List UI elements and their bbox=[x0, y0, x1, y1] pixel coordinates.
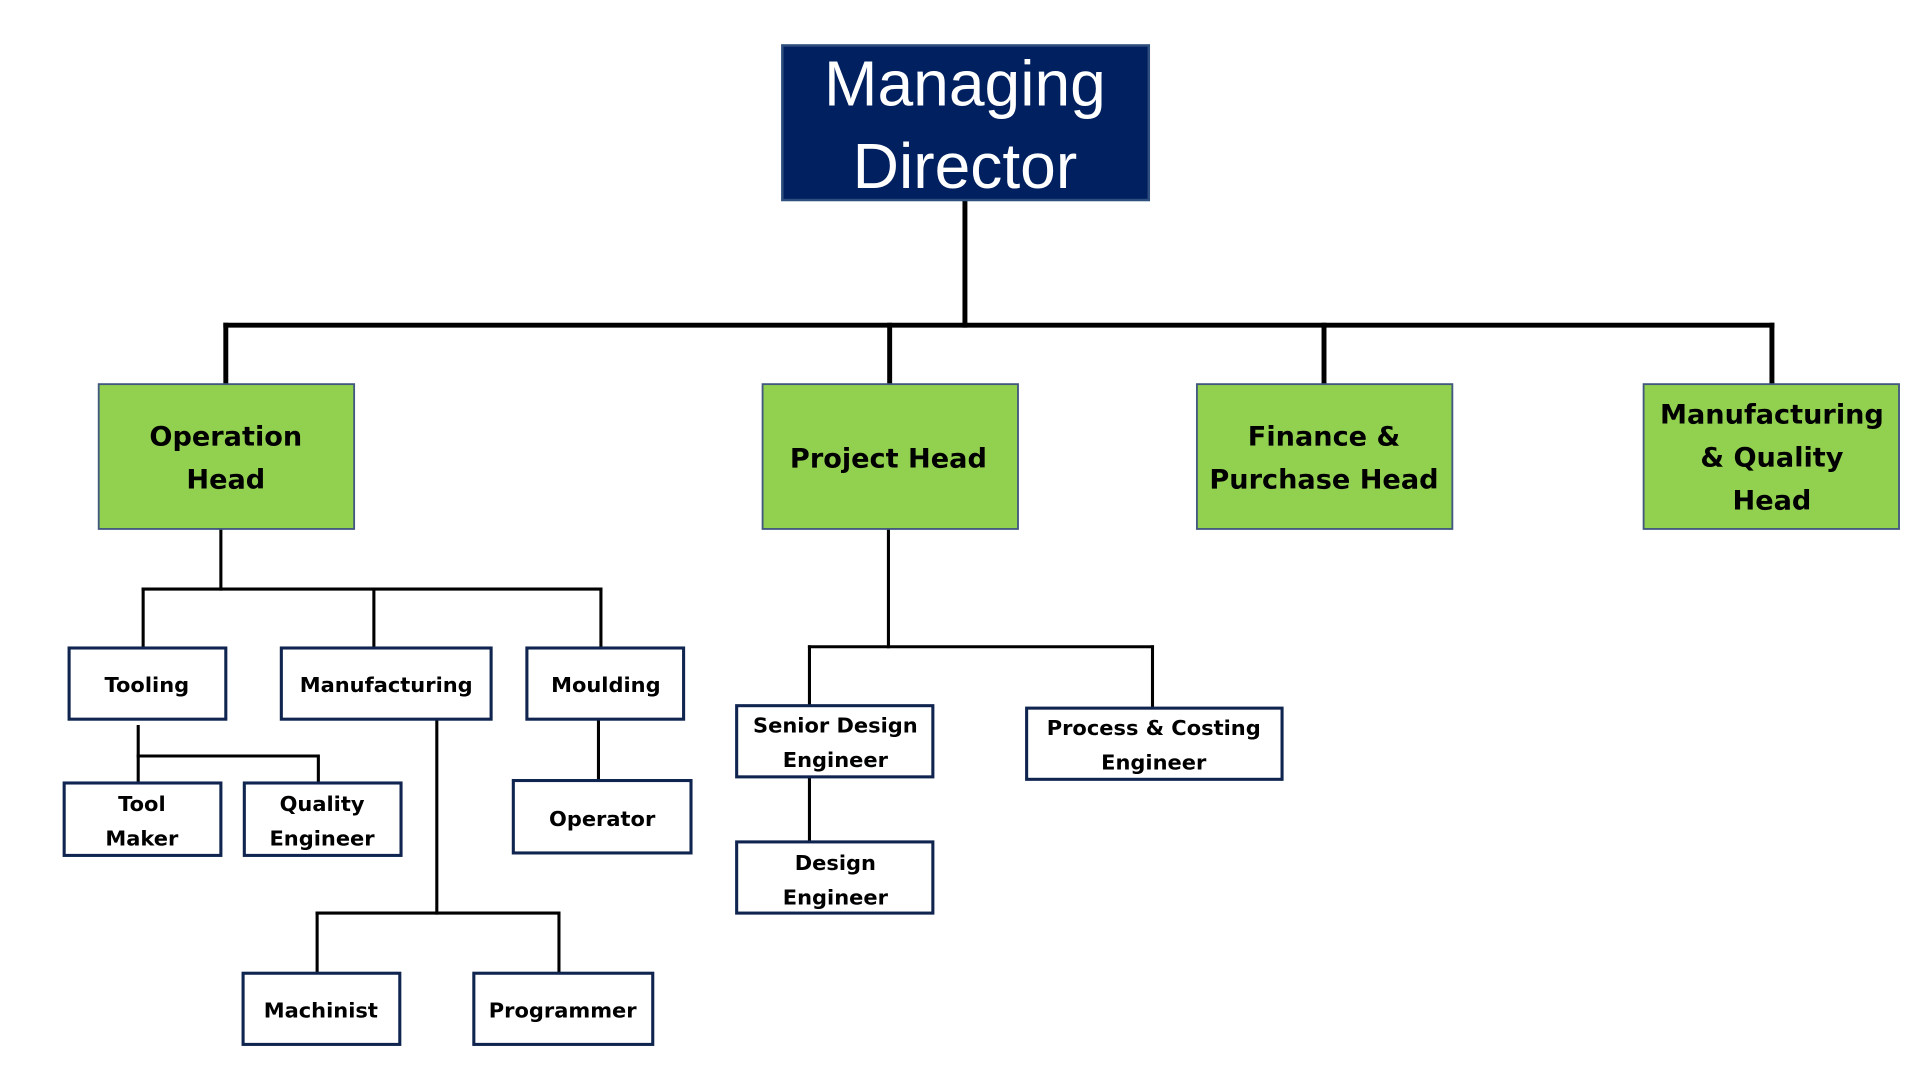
process-costing-engineer-line-2: Engineer bbox=[1101, 751, 1207, 775]
node-manufacturing-quality-head: Manufacturing & Quality Head bbox=[1642, 383, 1900, 530]
tool-maker-line-1: Tool bbox=[118, 792, 166, 816]
project-head-line-1: Project Head bbox=[790, 444, 987, 475]
node-manufacturing: Manufacturing bbox=[279, 646, 493, 721]
operator-label: Operator bbox=[549, 807, 656, 831]
node-managing-director: Managing Director bbox=[781, 44, 1151, 202]
design-engineer-line-2: Engineer bbox=[783, 886, 889, 910]
node-senior-design-engineer: Senior Design Engineer bbox=[735, 704, 935, 779]
tool-maker-line-2: Maker bbox=[105, 827, 179, 851]
manufacturing-label: Manufacturing bbox=[300, 673, 473, 697]
mfg-quality-head-line-3: Head bbox=[1733, 485, 1812, 516]
node-quality-engineer: Quality Engineer bbox=[242, 781, 403, 857]
quality-engineer-line-2: Engineer bbox=[269, 827, 375, 851]
managing-director-line-2: Director bbox=[853, 130, 1078, 202]
connectors bbox=[136, 197, 1775, 974]
node-project-head: Project Head bbox=[761, 383, 1019, 530]
senior-design-engineer-line-2: Engineer bbox=[783, 748, 889, 772]
finance-head-line-1: Finance & bbox=[1248, 422, 1400, 453]
mfg-quality-head-line-1: Manufacturing bbox=[1660, 399, 1884, 430]
process-costing-engineer-line-1: Process & Costing bbox=[1047, 716, 1261, 740]
node-machinist: Machinist bbox=[241, 971, 402, 1046]
managing-director-line-1: Managing bbox=[824, 48, 1106, 120]
node-tooling: Tooling bbox=[67, 646, 228, 721]
quality-engineer-line-1: Quality bbox=[280, 792, 365, 816]
design-engineer-line-1: Design bbox=[795, 851, 876, 875]
mfg-quality-head-line-2: & Quality bbox=[1700, 442, 1843, 473]
node-operation-head: Operation Head bbox=[97, 383, 356, 530]
node-finance-purchase-head: Finance & Purchase Head bbox=[1195, 383, 1454, 530]
finance-head-line-2: Purchase Head bbox=[1209, 465, 1438, 496]
tooling-label: Tooling bbox=[105, 673, 190, 697]
operation-head-line-1: Operation bbox=[149, 422, 302, 453]
node-moulding: Moulding bbox=[525, 646, 686, 721]
node-programmer: Programmer bbox=[472, 971, 655, 1046]
node-design-engineer: Design Engineer bbox=[735, 840, 935, 915]
moulding-label: Moulding bbox=[551, 673, 660, 697]
connector-tooling-bus bbox=[136, 754, 320, 784]
machinist-label: Machinist bbox=[264, 998, 378, 1022]
node-process-costing-engineer: Process & Costing Engineer bbox=[1025, 706, 1284, 781]
senior-design-engineer-line-1: Senior Design bbox=[753, 714, 918, 738]
node-tool-maker: Tool Maker bbox=[62, 781, 223, 857]
node-operator: Operator bbox=[511, 779, 693, 855]
operation-head-line-2: Head bbox=[186, 465, 265, 496]
programmer-label: Programmer bbox=[489, 998, 638, 1022]
